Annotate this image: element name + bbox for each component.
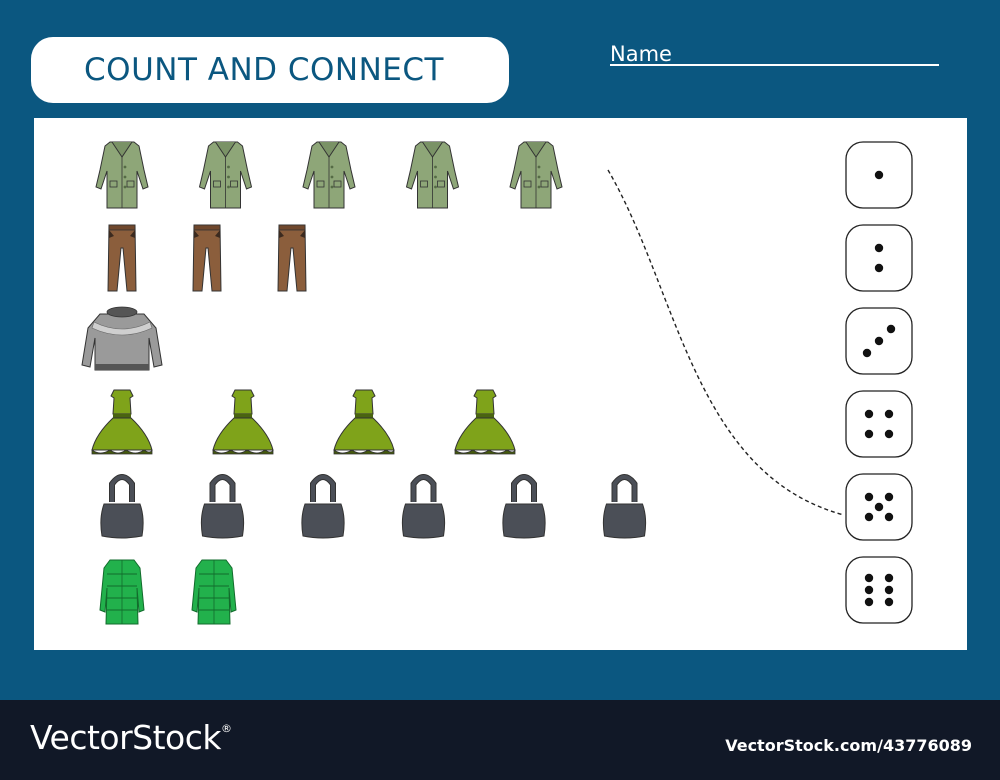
dress-icon: [333, 389, 395, 455]
dice-6[interactable]: [845, 556, 913, 624]
dress-icon: [454, 389, 516, 455]
registered-mark: ®: [221, 722, 232, 735]
handbag-icon: [200, 474, 245, 539]
handbag-icon: [502, 474, 546, 539]
dice-2[interactable]: [845, 224, 913, 292]
handbag-icon: [100, 474, 144, 539]
vectorstock-logo: VectorStock®: [30, 718, 232, 757]
worksheet-illustrations: [81, 141, 913, 625]
example-connection-line: [607, 169, 845, 516]
handbag-icon: [602, 474, 647, 539]
trousers-icon: [277, 224, 307, 292]
name-label: Name: [610, 42, 672, 66]
sweater-icon: [81, 306, 163, 371]
image-credit: VectorStock.com/43776089: [725, 736, 972, 755]
handbag-icon: [401, 474, 446, 539]
dress-icon: [91, 389, 153, 455]
dice-1[interactable]: [845, 141, 913, 209]
coat-icon: [509, 141, 563, 209]
worksheet-board: [34, 118, 967, 650]
dress-icon: [212, 389, 274, 455]
worksheet-title: COUNT AND CONNECT: [84, 52, 444, 88]
coat-icon: [302, 141, 356, 209]
name-write-line[interactable]: [610, 64, 939, 66]
coat-icon: [198, 141, 253, 209]
puffer-jacket-icon: [191, 559, 237, 625]
puffer-jacket-icon: [99, 559, 145, 625]
trousers-icon: [192, 224, 222, 292]
watermark-footer: VectorStock® VectorStock.com/43776089: [0, 700, 1000, 780]
brand-name: VectorStock: [30, 718, 222, 757]
title-banner: COUNT AND CONNECT: [31, 37, 509, 103]
coat-icon: [95, 141, 149, 209]
handbag-icon: [301, 474, 345, 539]
dice-5[interactable]: [845, 473, 913, 541]
coat-icon: [405, 141, 460, 209]
trousers-icon: [107, 224, 137, 292]
dice-4[interactable]: [845, 390, 913, 458]
dice-3[interactable]: [845, 307, 913, 375]
